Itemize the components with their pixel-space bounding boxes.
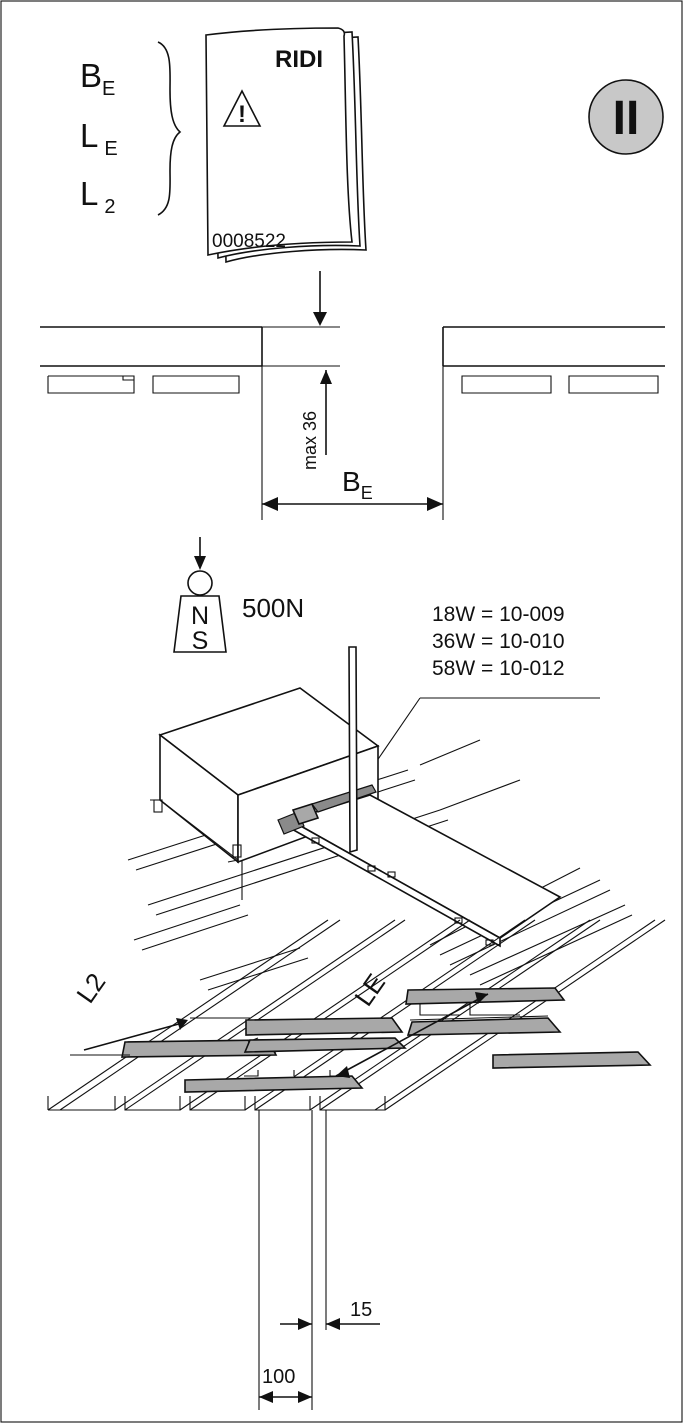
bracket [406, 1017, 562, 1036]
rail-layout: L2 LE 15 100 [47, 919, 666, 1410]
l2-label: L2 [70, 968, 111, 1009]
tool-illustration [127, 646, 633, 991]
ceiling-gap-diagram: max 36 BE [40, 271, 665, 520]
tool-code: 18W = 10-009 [432, 603, 565, 626]
warning-triangle-icon: ! [222, 89, 262, 128]
manual-booklet: RIDI ! 0008522 [205, 27, 367, 264]
dim-100-label: 100 [262, 1366, 295, 1388]
load-weight: N S 500N [173, 537, 304, 655]
south-label: S [192, 627, 209, 655]
width-label: BE [342, 466, 373, 503]
dim-15-label: 15 [350, 1299, 372, 1321]
bracket [184, 1075, 364, 1093]
brace [157, 41, 182, 216]
north-label: N [191, 602, 209, 630]
down-arrow-icon [313, 312, 327, 326]
le-label: LE [348, 968, 391, 1011]
param-be: BE [80, 57, 115, 100]
doc-number: 0008522 [212, 231, 286, 252]
tool-code-list: 18W = 10-009 36W = 10-010 58W = 10-012 [371, 603, 600, 769]
height-label: max 36 [300, 411, 320, 470]
bracket [121, 1039, 278, 1058]
svg-text:II: II [613, 92, 640, 145]
bracket [492, 1051, 652, 1069]
svg-text:!: ! [238, 101, 246, 128]
tool-code: 58W = 10-012 [432, 657, 565, 680]
weight-icon [187, 570, 213, 596]
force-label: 500N [242, 593, 304, 623]
bracket [243, 1037, 407, 1053]
tool-code: 36W = 10-010 [432, 630, 565, 653]
step-badge: II [588, 79, 664, 155]
bracket [245, 1017, 404, 1036]
brand-logo: RIDI [275, 46, 323, 73]
